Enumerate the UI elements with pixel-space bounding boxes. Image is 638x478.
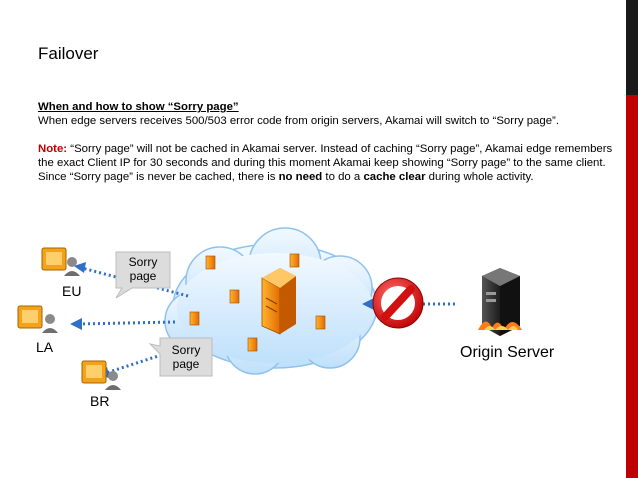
intro-paragraph: When edge servers receives 500/503 error… xyxy=(38,115,560,127)
client-eu-label: EU xyxy=(62,283,81,299)
slide-title: Failover xyxy=(38,44,99,63)
client-la-icon xyxy=(17,305,58,333)
client-br-label: BR xyxy=(90,393,109,409)
note-text-1: “Sorry page” will not be cached in Akama… xyxy=(38,143,613,183)
section-heading: When and how to show “Sorry page” xyxy=(38,101,239,113)
failover-diagram: Origin Server Sorry page Sorry page EU L… xyxy=(17,227,555,409)
client-br-icon xyxy=(81,360,121,390)
sorry-top-line2: page xyxy=(130,269,157,283)
sorry-top-line1: Sorry xyxy=(129,255,158,269)
edge-server-icons xyxy=(189,253,326,352)
slide-sidebar-accent xyxy=(626,95,638,478)
client-eu-icon xyxy=(41,247,80,276)
note-text-2: to do a xyxy=(322,171,364,183)
edge-server-icon xyxy=(261,268,296,335)
sorry-bubble-top: Sorry page xyxy=(115,251,171,299)
note-text-3: during whole activity. xyxy=(425,171,534,183)
blocked-icon xyxy=(372,277,424,329)
note-bold-no-need: no need xyxy=(278,171,323,183)
slide-body: When and how to show “Sorry page” When e… xyxy=(38,100,623,184)
note-label: Note: xyxy=(38,143,68,155)
sorry-bubble-bottom: Sorry page xyxy=(148,337,213,377)
note-bold-cache-clear: cache clear xyxy=(363,171,426,183)
origin-server-icon xyxy=(478,268,522,336)
origin-label: Origin Server xyxy=(460,344,555,361)
sorry-bottom-line1: Sorry xyxy=(172,343,201,357)
note-paragraph: Note: “Sorry page” will not be cached in… xyxy=(38,142,623,184)
client-la-label: LA xyxy=(36,339,54,355)
sorry-bottom-line2: page xyxy=(173,357,200,371)
